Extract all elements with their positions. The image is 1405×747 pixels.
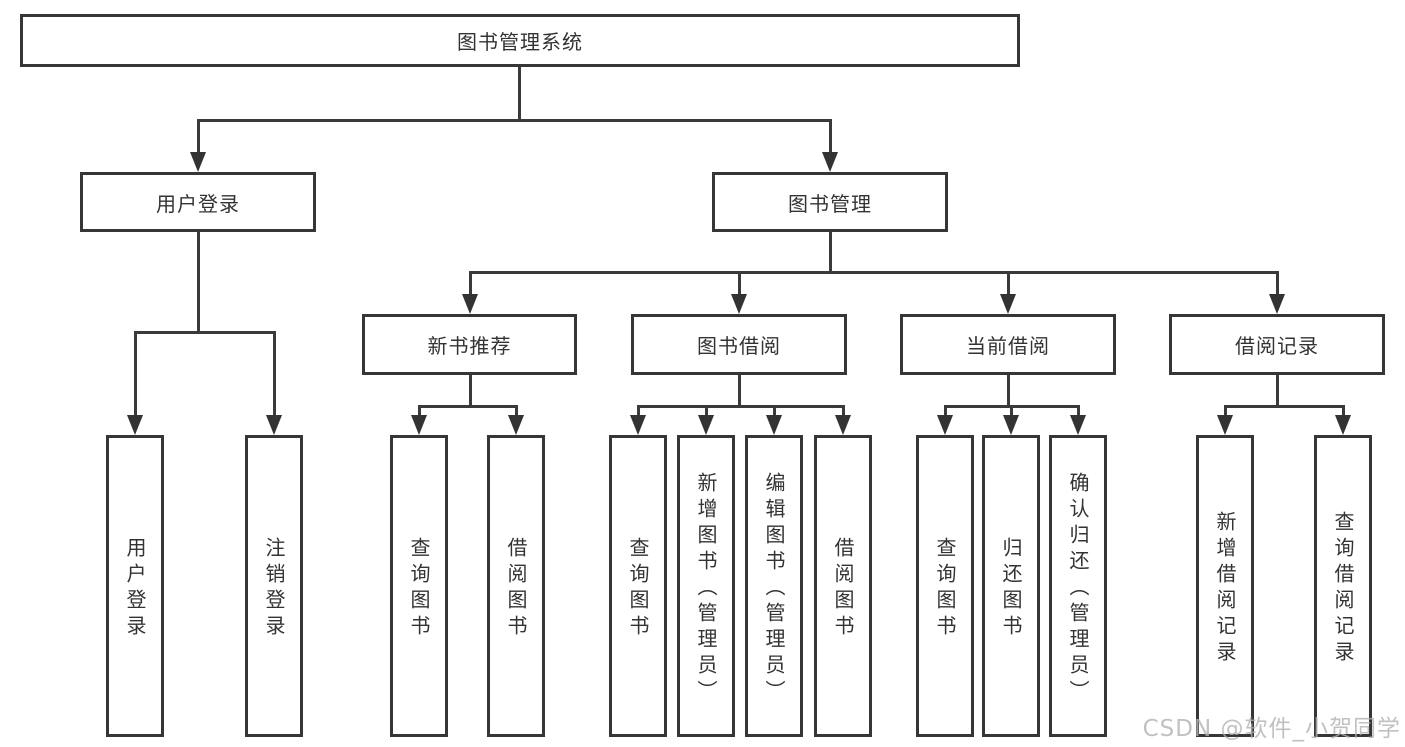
node-label: 注销登录 [262,537,286,641]
arrowhead-down-icon [190,152,206,172]
arrowhead-down-icon [1003,415,1019,435]
connector-line [197,232,200,334]
connector-line [738,271,741,296]
node-label: 查询借阅记录 [1331,511,1355,667]
connector-line [842,405,845,417]
connector-line [1276,375,1279,407]
connector-line [1010,405,1013,417]
leaf-confirm-return-admin: 确认归还（管理员） [1049,435,1107,737]
node-label: 查询图书 [933,537,957,641]
leaf-add-books-admin: 新增图书（管理员） [677,435,735,737]
arrowhead-down-icon [411,415,427,435]
node-label: 用户登录 [123,537,147,641]
arrowhead-down-icon [1000,294,1016,314]
connector-line [515,405,518,417]
connector-line [1342,405,1345,417]
connector-line [1224,405,1227,417]
connector-line [705,405,708,417]
leaf-query-books-recommend: 查询图书 [390,435,448,737]
connector-line [1077,405,1080,417]
node-label: 当前借阅 [966,334,1050,358]
connector-line [134,331,137,417]
connector-line [418,405,421,417]
node-label: 新增借阅记录 [1213,511,1237,667]
node-label: 新书推荐 [427,334,512,358]
arrowhead-down-icon [698,415,714,435]
connector-line [469,271,1279,274]
connector-line [944,405,947,417]
arrowhead-down-icon [1269,294,1285,314]
node-label: 查询图书 [626,537,650,641]
leaf-return-books: 归还图书 [982,435,1040,737]
arrowhead-down-icon [731,294,747,314]
node-new-book-recommendation: 新书推荐 [362,314,577,375]
connector-line [1224,405,1344,408]
arrowhead-down-icon [508,415,524,435]
leaf-user-login: 用户登录 [106,435,164,737]
node-label: 图书管理系统 [457,30,583,54]
leaf-logout: 注销登录 [245,435,303,737]
leaf-borrow-books-borrowing: 借阅图书 [814,435,872,737]
node-label: 查询图书 [407,537,431,641]
connector-line [134,331,276,334]
node-label: 借阅图书 [504,537,528,641]
node-label: 新增图书（管理员） [694,472,718,706]
node-book-management: 图书管理 [712,172,948,232]
node-borrowing-records: 借阅记录 [1169,314,1385,375]
connector-line [197,119,200,155]
arrowhead-down-icon [822,152,838,172]
node-current-borrowing: 当前借阅 [900,314,1116,375]
node-user-login: 用户登录 [80,172,316,232]
leaf-query-books-borrowing: 查询图书 [609,435,667,737]
node-label: 用户登录 [156,191,240,216]
connector-line [469,271,472,296]
connector-line [773,405,776,417]
node-book-borrowing: 图书借阅 [631,314,847,375]
arrowhead-down-icon [462,294,478,314]
connector-line [637,405,640,417]
node-label: 借阅图书 [831,537,855,641]
arrowhead-down-icon [266,415,282,435]
node-root-library-management-system: 图书管理系统 [20,14,1020,67]
leaf-query-borrow-record: 查询借阅记录 [1314,435,1372,737]
arrowhead-down-icon [835,415,851,435]
node-label: 借阅记录 [1235,334,1319,358]
arrowhead-down-icon [630,415,646,435]
node-label: 图书管理 [788,191,872,216]
connector-line [1007,271,1010,296]
node-label: 编辑图书（管理员） [762,472,786,706]
node-label: 图书借阅 [697,334,781,358]
connector-line [637,405,845,408]
connector-line [829,119,832,155]
arrowhead-down-icon [127,415,143,435]
arrowhead-down-icon [1217,415,1233,435]
node-label: 确认归还（管理员） [1066,472,1090,706]
connector-line [1007,375,1010,407]
arrowhead-down-icon [1070,415,1086,435]
connector-line [1276,271,1279,296]
arrowhead-down-icon [937,415,953,435]
leaf-query-books-current: 查询图书 [916,435,974,737]
connector-line [518,67,521,120]
arrowhead-down-icon [766,415,782,435]
node-label: 归还图书 [999,537,1023,641]
connector-line [273,331,276,417]
connector-line [469,375,472,407]
leaf-edit-books-admin: 编辑图书（管理员） [745,435,803,737]
arrowhead-down-icon [1335,415,1351,435]
leaf-add-borrow-record: 新增借阅记录 [1196,435,1254,737]
connector-line [738,375,741,407]
connector-line [197,119,831,122]
connector-line [829,232,832,274]
csdn-watermark: CSDN @软件_小贺同学 [1142,716,1401,742]
connector-line [418,405,518,408]
leaf-borrow-books-recommend: 借阅图书 [487,435,545,737]
